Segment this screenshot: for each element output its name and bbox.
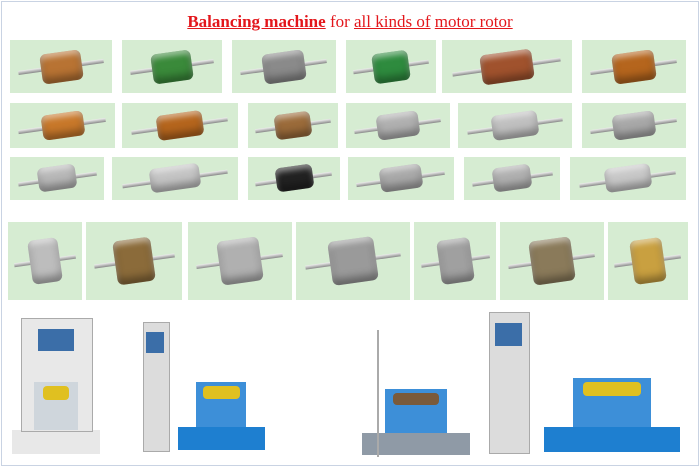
machine-base [543, 426, 680, 452]
rotor-image [8, 222, 82, 300]
rotor-core [371, 49, 411, 84]
rotor-core [39, 110, 86, 141]
rotor-core [375, 110, 421, 141]
rotor-image [582, 103, 686, 148]
rotor-image [232, 40, 336, 93]
rotor-image [346, 40, 436, 93]
rotor-image [296, 222, 410, 300]
rotor-image [122, 103, 238, 148]
machine-base [12, 429, 100, 454]
test-rotor [392, 392, 439, 405]
control-cabinet [377, 330, 379, 457]
display-screen [38, 328, 74, 351]
rotor-core [611, 110, 657, 141]
rotor-core [274, 164, 314, 193]
rotor-core [378, 163, 424, 194]
rotor-core [491, 163, 533, 194]
rotor-image [464, 157, 560, 200]
balancing-machine [12, 318, 100, 454]
title-motor-rotor: motor rotor [434, 12, 513, 31]
rotor-image [608, 222, 688, 300]
rotor-image [10, 40, 112, 93]
rotor-image [248, 103, 338, 148]
rotor-image [348, 157, 454, 200]
machine-base [361, 432, 470, 455]
title-all-kinds: all kinds of [354, 12, 431, 31]
rotor-image [10, 157, 104, 200]
rotor-image [346, 103, 450, 148]
rotor-core [148, 163, 202, 194]
machine-base [177, 426, 265, 450]
rotor-core [273, 110, 313, 141]
rotor-core [111, 236, 157, 286]
rotor-core [150, 49, 194, 84]
rotor-image [582, 40, 686, 93]
rotor-core [38, 48, 84, 85]
rotor-core [216, 236, 264, 286]
rotor-core [603, 163, 653, 194]
rotor-image [442, 40, 572, 93]
page-title: Balancing machine for all kinds of motor… [0, 12, 700, 32]
rotor-core [629, 237, 667, 285]
rotor-image [10, 103, 115, 148]
test-rotor [582, 382, 641, 396]
rotor-core [490, 109, 540, 142]
rotor-core [611, 48, 657, 85]
rotor-image [570, 157, 686, 200]
rotor-image [458, 103, 572, 148]
rotor-core [327, 236, 379, 286]
rotor-core [261, 48, 307, 85]
rotor-image [122, 40, 222, 93]
rotor-core [27, 237, 63, 285]
rotor-image [500, 222, 604, 300]
balancing-machine [315, 330, 470, 457]
rotor-core [479, 48, 535, 85]
rotor-core [155, 109, 205, 142]
display-screen [146, 332, 164, 353]
balancing-machine [140, 322, 265, 452]
rotor-core [435, 237, 475, 285]
balancing-machine [485, 312, 680, 454]
rotor-core [528, 236, 576, 286]
title-balancing-machine: Balancing machine [187, 12, 326, 31]
test-rotor [202, 386, 240, 399]
rotor-image [112, 157, 238, 200]
rotor-image [414, 222, 496, 300]
rotor-image [248, 157, 340, 200]
title-for: for [329, 12, 350, 31]
rotor-image [86, 222, 182, 300]
test-rotor [42, 386, 70, 400]
display-screen [494, 323, 523, 346]
rotor-core [36, 163, 78, 194]
rotor-image [188, 222, 292, 300]
